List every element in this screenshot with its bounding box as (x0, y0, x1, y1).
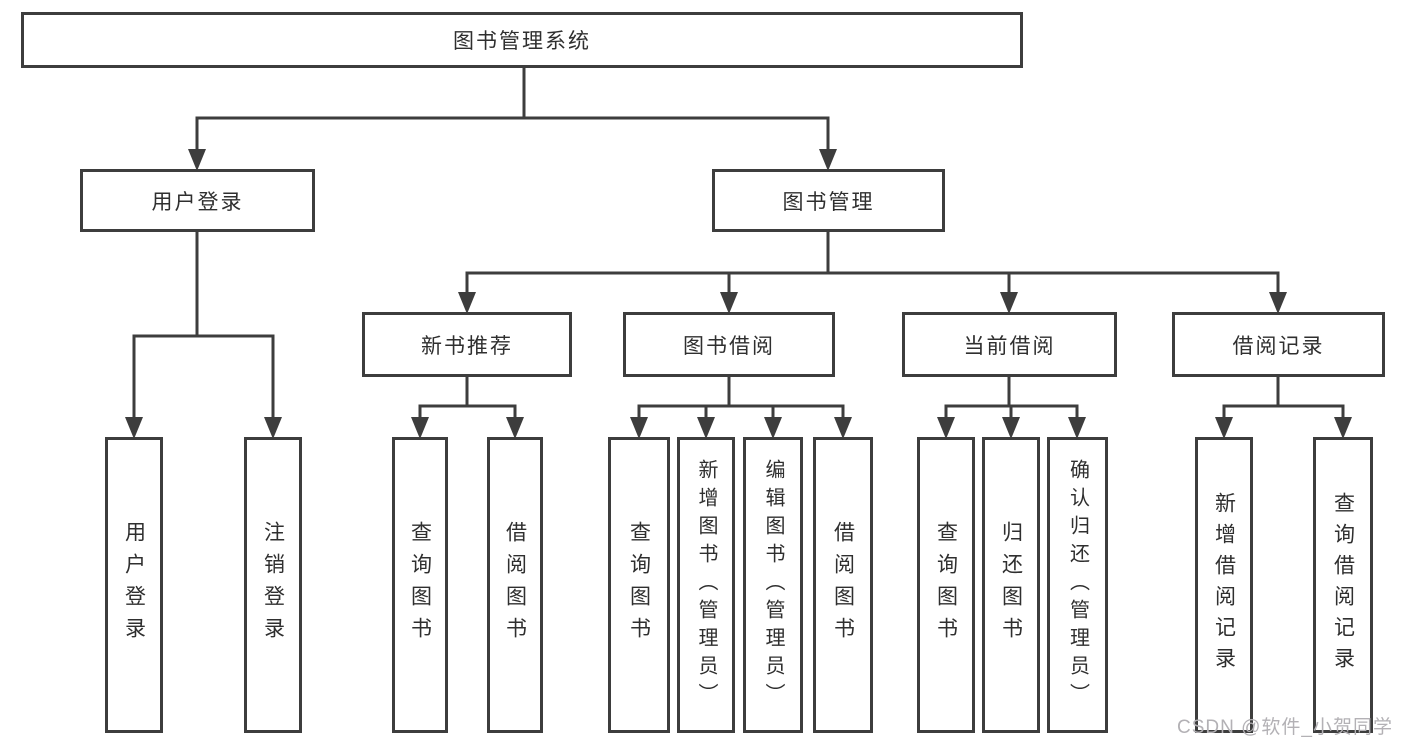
leaf-borrow-books: 借阅图书 (813, 437, 873, 733)
node-label: 借阅记录 (1232, 334, 1325, 358)
node-label: 查询图书 (627, 521, 651, 649)
node-book-borrowing: 图书借阅 (623, 312, 835, 377)
node-library-management-system: 图书管理系统 (21, 12, 1023, 68)
leaf-query-books-current: 查询图书 (917, 437, 975, 733)
leaf-add-books-admin: 新增图书（管理员） (677, 437, 735, 733)
node-current-borrowing: 当前借阅 (902, 312, 1117, 377)
node-label: 查询图书 (934, 521, 958, 649)
node-label: 图书借阅 (683, 334, 775, 358)
leaf-add-borrow-record: 新增借阅记录 (1195, 437, 1253, 733)
node-book-management: 图书管理 (712, 169, 945, 232)
node-label: 图书管理系统 (453, 30, 591, 53)
watermark: CSDN @软件_小贺同学 (1177, 717, 1393, 738)
node-label: 查询图书 (408, 521, 432, 649)
leaf-query-books-recommend: 查询图书 (392, 437, 448, 733)
node-label: 编辑图书（管理员） (762, 459, 784, 711)
leaf-borrow-books-recommend: 借阅图书 (487, 437, 543, 733)
leaf-edit-books-admin: 编辑图书（管理员） (743, 437, 803, 733)
leaf-query-books-borrow: 查询图书 (608, 437, 670, 733)
leaf-query-borrow-record: 查询借阅记录 (1313, 437, 1373, 733)
node-new-book-recommendation: 新书推荐 (362, 312, 572, 377)
node-label: 图书管理 (782, 190, 875, 214)
leaf-return-books: 归还图书 (982, 437, 1040, 733)
node-label: 查询借阅记录 (1331, 492, 1355, 678)
node-label: 注销登录 (261, 521, 285, 649)
node-label: 借阅图书 (831, 521, 855, 649)
node-borrowing-records: 借阅记录 (1172, 312, 1385, 377)
leaf-logout: 注销登录 (244, 437, 302, 733)
node-user-login: 用户登录 (80, 169, 315, 232)
node-label: 新增借阅记录 (1212, 492, 1236, 678)
node-label: 新增图书（管理员） (695, 459, 717, 711)
node-label: 当前借阅 (963, 334, 1056, 358)
node-label: 归还图书 (999, 521, 1023, 649)
node-label: 确认归还（管理员） (1066, 459, 1089, 711)
leaf-user-login: 用户登录 (105, 437, 163, 733)
node-label: 用户登录 (151, 190, 244, 214)
node-label: 借阅图书 (503, 521, 527, 649)
leaf-confirm-return-admin: 确认归还（管理员） (1047, 437, 1108, 733)
node-label: 新书推荐 (421, 334, 513, 358)
node-label: 用户登录 (122, 521, 146, 649)
